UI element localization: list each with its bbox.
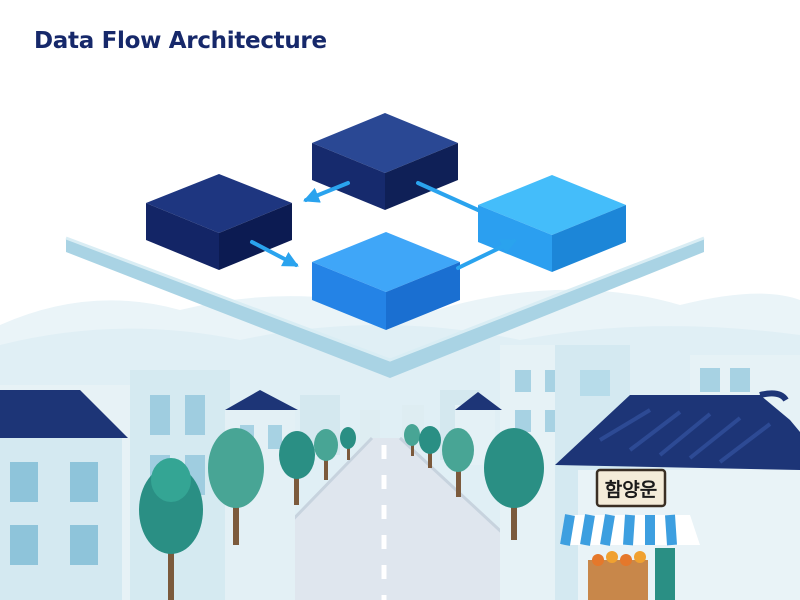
- diagram-node-left: [146, 174, 292, 270]
- tree: [314, 429, 338, 480]
- left-building-roof: [0, 390, 128, 438]
- arrow-center-to-right: [456, 239, 517, 270]
- fruit-crate: [588, 560, 648, 600]
- tree: [279, 431, 315, 505]
- shop-sign-board: [595, 468, 667, 508]
- tree: [484, 428, 544, 540]
- diagram-node-right: [478, 175, 626, 272]
- shop-roof: [555, 395, 800, 470]
- tree: [419, 426, 441, 468]
- diagram-node-top: [312, 113, 458, 210]
- diagram-platform: [65, 236, 705, 378]
- page-title: Data Flow Architecture: [34, 28, 327, 54]
- traditional-shop: 함양운: [555, 390, 800, 600]
- tree: [442, 428, 474, 497]
- tree: [340, 427, 356, 460]
- diagram: [146, 113, 626, 330]
- shop-sign: 함양운: [605, 479, 657, 501]
- arrow-left-to-center: [250, 240, 299, 267]
- tree: [139, 458, 203, 600]
- connector-top-to-right: [416, 181, 480, 212]
- arrow-top-to-left: [303, 181, 350, 203]
- tree: [404, 424, 420, 456]
- tree: [208, 428, 264, 545]
- diagram-edges: [250, 181, 517, 270]
- diagram-node-center: [312, 232, 460, 330]
- street-trees: [139, 424, 544, 600]
